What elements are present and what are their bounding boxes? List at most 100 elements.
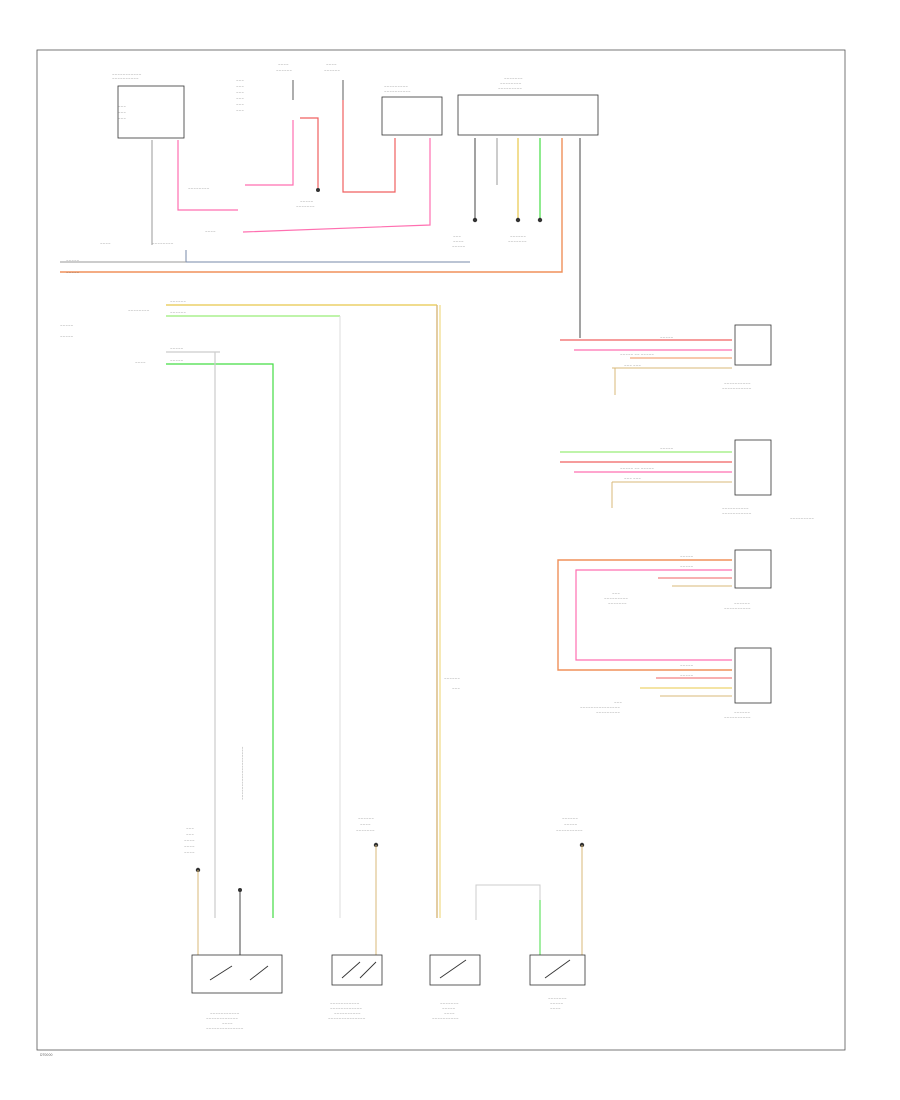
svg-text:~~~~~~~~~~~~~~~: ~~~~~~~~~~~~~~~ [580,706,620,710]
svg-text:~~~~~: ~~~~~ [680,555,694,559]
svg-text:~~~~~~: ~~~~~~ [170,311,186,315]
svg-text:~~~~: ~~~~ [184,839,195,843]
component-left-module: ~~~~~~~~~~~ ~~~~~~~~~~ ~~~ ~~~ ~~~ [112,73,185,139]
svg-text:~~~~~~~: ~~~~~~~ [508,240,527,244]
wire-red-fuse [300,117,319,188]
svg-text:~~~~~~: ~~~~~~ [734,711,750,715]
svg-text:~~~~~~~~: ~~~~~~~~ [128,309,150,313]
wire-pink-1 [177,140,238,211]
svg-text:~~~~~~: ~~~~~~ [444,677,460,681]
svg-text:~~~~~: ~~~~~ [170,359,184,363]
svg-text:~~~~~~~~~~: ~~~~~~~~~~ [722,507,749,511]
component-switch-3: ~~~~~~~ ~~~~~ ~~~~ ~~~~~~~~~~ [429,884,541,1021]
svg-text:~~~~~: ~~~~~ [452,245,466,249]
svg-text:~~~~~~~~~~: ~~~~~~~~~~ [384,90,411,94]
svg-text:~~~~~: ~~~~~ [442,1007,456,1011]
svg-text:~~~~~: ~~~~~ [60,324,74,328]
component-right-module-4: ~~~~~~ ~~~~~~~~~~ [724,647,772,720]
svg-text:~~~~: ~~~~ [184,845,195,849]
svg-text:~~~: ~~~ [452,687,460,691]
component-middle-module: ~~~~~~~~~ ~~~~~~~~~~ [381,85,443,136]
svg-text:~~~~~~~~~~: ~~~~~~~~~~ [724,607,751,611]
svg-text:~~~~~: ~~~~~ [564,823,578,827]
wire-orange-main [60,138,563,273]
svg-text:~~~~: ~~~~ [100,242,111,246]
svg-text:~~~~~~~~~~: ~~~~~~~~~~ [724,382,751,386]
svg-text:~~~~: ~~~~ [360,823,371,827]
component-fuse-block: ~~~ ~~~ ~~~ ~~~ ~~~ ~~~ ~~~~ ~~~~~~ ~~~~… [236,63,344,113]
svg-text:~~~~~: ~~~~~ [550,1002,564,1006]
svg-text:~~~~~~: ~~~~~~ [734,602,750,606]
svg-text:~~~: ~~~ [186,827,194,831]
svg-text:~~~~~~~~~: ~~~~~~~~~ [498,87,522,91]
svg-text:~~~~: ~~~~ [184,851,195,855]
svg-text:~~~: ~~~ [612,592,620,596]
svg-text:~~~~~~~~~~~~~~: ~~~~~~~~~~~~~~ [206,1027,244,1031]
svg-text:~~~~~: ~~~~~ [300,200,314,204]
svg-text:~~~~: ~~~~ [326,63,337,67]
svg-text:~~~~: ~~~~ [278,63,289,67]
ground-icon [472,217,478,223]
wire-pink-rm3 [575,569,732,661]
svg-text:~~~: ~~~ [614,701,622,705]
component-right-module-3: ~~~~~~ ~~~~~~~~~~ [724,549,772,611]
svg-text:~~~~~~~~~~~: ~~~~~~~~~~~ [112,73,142,77]
svg-text:~~~~~~~: ~~~~~~~ [296,205,315,209]
svg-text:~~~~~: ~~~~~ [66,271,80,275]
svg-text:~~~~~~~~~~~~~~: ~~~~~~~~~~~~~~ [328,1017,366,1021]
svg-text:~~~~~~~~: ~~~~~~~~ [152,242,174,246]
wire-green-bus [166,363,274,918]
svg-text:~~~~: ~~~~ [444,1012,455,1016]
ground-icon [537,217,543,223]
svg-text:~~~~~~: ~~~~~~ [276,69,292,73]
svg-text:~~~~~~~: ~~~~~~~ [440,1002,459,1006]
svg-text:~~~~~~~: ~~~~~~~ [356,829,375,833]
wire-gray-left-2 [185,250,470,263]
svg-text:~~~~~~: ~~~~~~ [562,817,578,821]
ground-icon [316,188,320,192]
svg-text:~~~~: ~~~~ [222,1022,233,1026]
svg-text:~~~~~: ~~~~~ [170,347,184,351]
svg-text:~~~~~: ~~~~~ [60,335,74,339]
wire-orange-rm3 [557,559,732,671]
svg-text:~~~: ~~~ [118,117,126,121]
component-switch-1: ~~~ ~~~ ~~~~ ~~~~ ~~~~ ~~~~~~~~~~~~~~~~~… [184,746,283,1031]
svg-text:~~~ ~~~: ~~~ ~~~ [624,477,641,481]
switch-icon [529,954,586,986]
component-right-module: ~~~~~~~ ~~~~~~~~ ~~~~~~~~~ [457,77,599,136]
svg-text:~~~~~: ~~~~~ [660,336,674,340]
svg-text:~~~~~: ~~~~~ [680,664,694,668]
svg-text:~~~~~~~~~~: ~~~~~~~~~~ [112,77,139,81]
svg-text:~~~~: ~~~~ [205,230,216,234]
svg-text:~~~~~~~~~: ~~~~~~~~~ [790,517,814,521]
svg-text:~~~~~~~~~~: ~~~~~~~~~~ [334,1012,361,1016]
svg-text:~~~: ~~~ [236,103,244,107]
svg-text:~~~~~~~~~~~: ~~~~~~~~~~~ [330,1002,360,1006]
svg-text:~~~: ~~~ [236,91,244,95]
diagram-code: DT0000 [40,1053,53,1057]
wire-pink-2 [245,120,294,186]
svg-text:~~~~~~~~~: ~~~~~~~~~ [596,711,620,715]
svg-text:~~~: ~~~ [236,79,244,83]
svg-text:~~~~: ~~~~ [550,1007,561,1011]
svg-text:~~~~~~~~~~~: ~~~~~~~~~~~ [722,512,752,516]
svg-text:~~~~~: ~~~~~ [660,447,674,451]
switch-icon [191,954,283,994]
diagram-frame [36,49,846,1051]
component-right-module-2: ~~~~~~~~~~ ~~~~~~~~~~~ ~~~~~~~~~ [722,439,814,521]
component-right-module-1: ~~~~~~~~~~ ~~~~~~~~~~~ [722,324,772,391]
svg-text:~~~~~: ~~~~~ [680,565,694,569]
svg-text:~~~~~~~~~~~~: ~~~~~~~~~~~~ [330,1007,362,1011]
svg-text:~~~~~ ~~ ~~~~~: ~~~~~ ~~ ~~~~~ [620,467,654,471]
svg-text:~~~: ~~~ [236,85,244,89]
svg-text:~~~~~~~~~~~~: ~~~~~~~~~~~~ [206,1017,238,1021]
svg-text:~~~~~~~~~~: ~~~~~~~~~~ [556,829,583,833]
svg-text:~~~~~~~~~: ~~~~~~~~~ [384,85,408,89]
svg-text:~~~~~~~~~~~~~~~~~~~~: ~~~~~~~~~~~~~~~~~~~~ [241,746,245,800]
svg-text:~~~~~~~~~~~: ~~~~~~~~~~~ [722,387,752,391]
svg-text:~~~~~~~~~~: ~~~~~~~~~~ [724,716,751,720]
svg-text:~~~: ~~~ [236,109,244,113]
svg-text:~~~~~~~: ~~~~~~~ [608,602,627,606]
svg-text:~~~: ~~~ [118,105,126,109]
